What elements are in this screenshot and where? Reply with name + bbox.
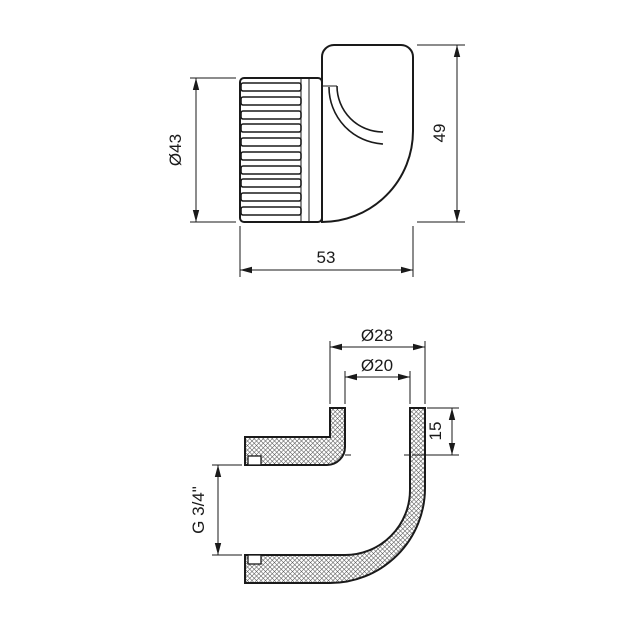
thread-notch-bottom <box>247 554 262 565</box>
dim-label-socket-depth: 15 <box>426 422 445 441</box>
socket-rib <box>240 137 302 147</box>
dim-length: 53 <box>239 226 414 277</box>
dim-label-length: 53 <box>317 248 336 267</box>
dim-thread-size: G 3/4" <box>189 464 242 556</box>
socket-rib <box>240 110 302 120</box>
elbow-body <box>321 44 414 224</box>
thread-notch-top <box>247 455 262 466</box>
socket-rib <box>240 206 302 216</box>
socket-rib <box>240 192 302 202</box>
dim-socket-depth: 15 <box>412 407 459 456</box>
section-inner-wall <box>244 407 346 466</box>
dim-label-socket-diameter: Ø43 <box>166 134 185 166</box>
dim-socket-diameter: Ø43 <box>166 77 236 223</box>
dim-label-height: 49 <box>430 124 449 143</box>
socket-rib <box>240 82 302 92</box>
socket-rib <box>240 123 302 133</box>
socket-rib <box>240 96 302 106</box>
top-view: Ø43 49 53 <box>166 44 465 277</box>
dim-outlet-outer-diameter: Ø28 <box>329 326 426 404</box>
section-outer-wall <box>244 407 426 584</box>
section-view: Ø28 Ø20 15 G 3/4" <box>189 326 459 584</box>
dim-label-outlet-bore-diameter: Ø20 <box>361 356 393 375</box>
elbow-inner-bend-arc-1 <box>336 85 384 133</box>
dim-label-thread-size: G 3/4" <box>189 486 208 534</box>
socket-ribs <box>240 82 302 216</box>
dim-outlet-bore-diameter: Ø20 <box>344 356 411 404</box>
dim-label-outlet-outer-diameter: Ø28 <box>361 326 393 345</box>
socket-rib <box>240 178 302 188</box>
dim-height: 49 <box>417 44 465 223</box>
socket-rib <box>240 151 302 161</box>
socket-rib <box>240 165 302 175</box>
elbow-inner-bend-arc-2 <box>328 86 384 145</box>
